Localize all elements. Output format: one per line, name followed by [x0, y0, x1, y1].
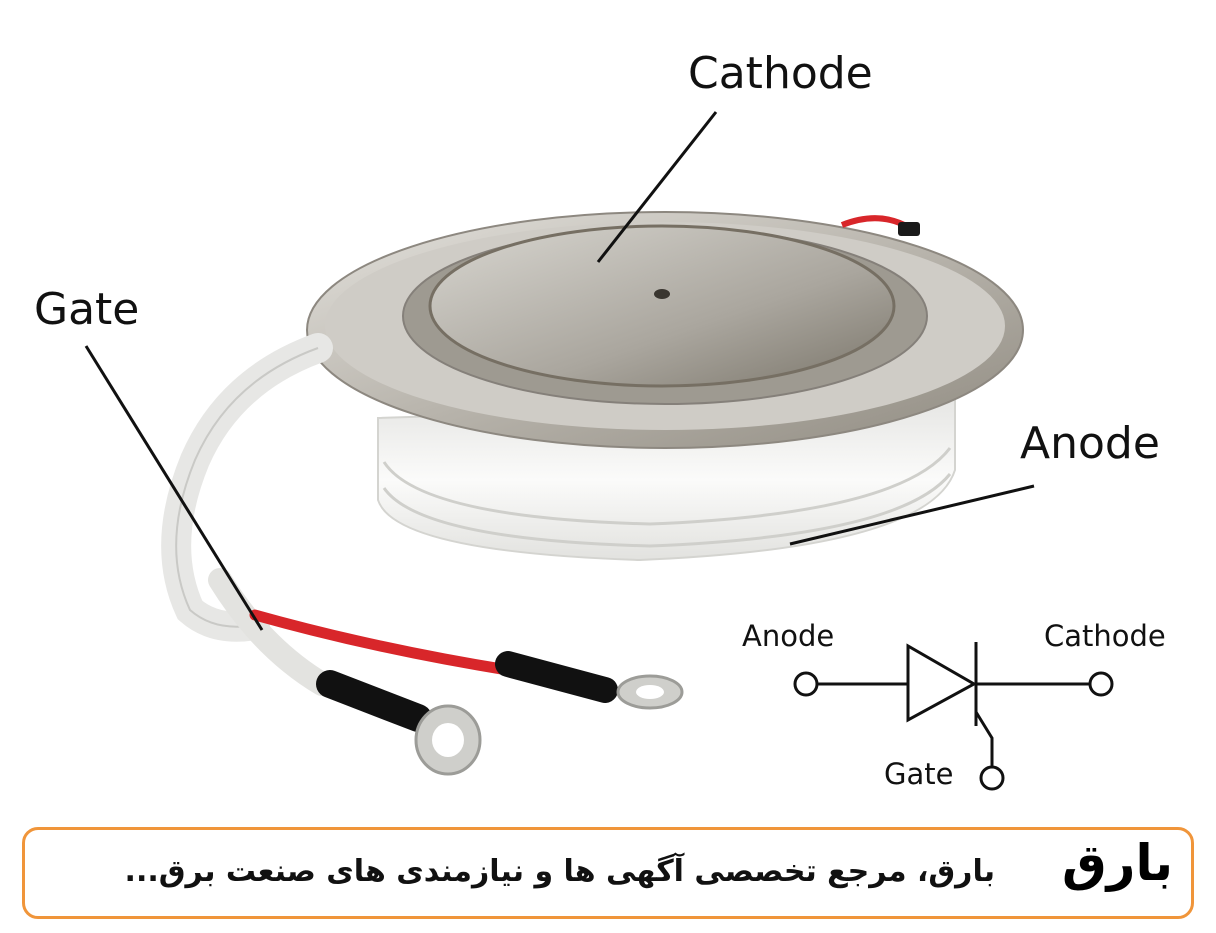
gate-leader-line [84, 345, 264, 631]
symbol-anode-label: Anode [742, 619, 835, 653]
symbol-cathode-label: Cathode [1044, 619, 1166, 653]
anode-label: Anode [1020, 418, 1160, 469]
ceramic-body [377, 398, 956, 562]
metal-flange [306, 211, 1024, 449]
brand-logo[interactable]: بارق [1061, 834, 1173, 892]
gate-label: Gate [34, 284, 140, 335]
thyristor-symbol [793, 642, 1114, 791]
cathode-label: Cathode [688, 48, 873, 99]
cathode-leader-line [596, 111, 718, 263]
top-lead [840, 215, 920, 236]
center-hole [654, 289, 670, 299]
cathode-terminal [1088, 671, 1114, 697]
diode-triangle [906, 643, 978, 723]
gate-wire [161, 333, 684, 776]
anode-leader-line [789, 484, 1035, 546]
footer-banner: بارق، مرجع تخصصی آگهی ها و نیازمندی های … [22, 827, 1194, 919]
banner-tagline: بارق، مرجع تخصصی آگهی ها و نیازمندی های … [124, 854, 995, 889]
anode-terminal [793, 671, 819, 697]
symbol-gate-label: Gate [884, 757, 954, 791]
gate-terminal [979, 765, 1005, 791]
leader-lines [84, 111, 1035, 631]
